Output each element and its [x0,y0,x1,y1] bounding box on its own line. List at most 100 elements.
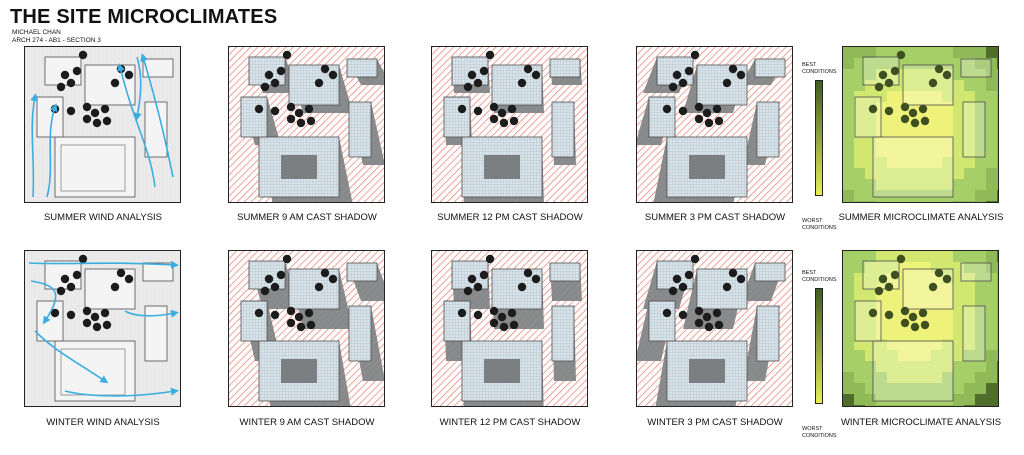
microclimate-cell [898,168,909,179]
microclimate-cell [997,69,998,80]
tree-mark [499,322,509,332]
microclimate-cell [975,295,986,306]
microclimate-cell [887,361,898,372]
tree-mark [920,116,930,126]
tree-mark [463,82,473,92]
tree-mark [507,104,517,114]
microclimate-cell [964,80,975,91]
microclimate-cell [865,47,876,58]
tree-mark [296,118,306,128]
microclimate-cell [865,372,876,383]
microclimate-cell [876,113,887,124]
microclimate-cell [964,179,975,190]
tree-mark [668,286,678,296]
microclimate-cell [865,113,876,124]
microclimate-cell [887,135,898,146]
microclimate-cell [909,135,920,146]
microclimate-cell [931,201,942,202]
microclimate-cell [975,47,986,58]
tree-mark [896,254,906,264]
microclimate-cell [942,102,953,113]
microclimate-cell [854,102,865,113]
building-footprint [240,96,268,138]
microclimate-cell [953,135,964,146]
wind-arrow [124,309,179,318]
tree-mark [908,312,918,322]
microclimate-cell [964,157,975,168]
microclimate-cell [887,179,898,190]
microclimate-cell [942,306,953,317]
microclimate-cell [964,361,975,372]
course-info: ARCH 274 - AB1 - SECTION 3 [12,37,101,44]
microclimate-cell [876,190,887,201]
tree-mark [884,78,894,88]
microclimate-cell [997,273,998,284]
microclimate-cell [931,394,942,405]
tree-mark [60,70,70,80]
tree-mark [702,312,712,322]
microclimate-cell [854,306,865,317]
microclimate-cell [920,69,931,80]
microclimate-cell [843,190,854,201]
microclimate-cell [920,190,931,201]
legend-gradient-bar [815,80,823,196]
wind-arrow [117,63,156,188]
building-footprint [754,58,786,78]
tree-mark [517,78,527,88]
microclimate-cell [975,394,986,405]
winter-3pm-shadow-caption: WINTER 3 PM CAST SHADOW [647,417,783,428]
microclimate-cell [953,102,964,113]
tree-mark [678,78,688,88]
wind-arrow [133,56,142,121]
summer-3pm-shadow-diagram [636,46,793,203]
legend-best-label: BEST CONDITIONS [802,62,837,75]
tree-mark [457,104,467,114]
microclimate-cell [986,124,997,135]
microclimate-cell [876,146,887,157]
microclimate-cell [953,179,964,190]
microclimate-cell [964,91,975,102]
microclimate-cell [909,102,920,113]
microclimate-cell [920,91,931,102]
microclimate-cell [964,328,975,339]
microclimate-cell [898,273,909,284]
microclimate-cell [865,273,876,284]
wind-arrow [34,330,109,384]
microclimate-cell [953,328,964,339]
tree-mark [82,102,92,112]
microclimate-cell [953,91,964,102]
tree-mark [124,70,134,80]
microclimate-cell [920,168,931,179]
microclimate-cell [997,124,998,135]
microclimate-cell [986,339,997,350]
microclimate-cell [975,306,986,317]
microclimate-cell [975,372,986,383]
microclimate-cell [920,157,931,168]
microclimate-cell [854,201,865,202]
microclimate-cell [920,262,931,273]
tree-mark [694,114,704,124]
tree-mark [672,70,682,80]
microclimate-cell [986,284,997,295]
tree-mark [328,274,338,284]
microclimate-cell [865,168,876,179]
microclimate-cell [843,91,854,102]
microclimate-cell [975,69,986,80]
microclimate-cell [843,317,854,328]
microclimate-cell [997,190,998,201]
microclimate-cell [953,146,964,157]
stadium-outline [60,144,126,192]
tree-mark [110,78,120,88]
courtyard [484,359,520,383]
tree-mark [704,118,714,128]
microclimate-cell [931,80,942,91]
microclimate-cell [854,58,865,69]
tree-mark [942,70,952,80]
microclimate-cell [975,190,986,201]
microclimate-cell [854,405,865,406]
microclimate-cell [876,328,887,339]
microclimate-cell [865,91,876,102]
microclimate-cell [975,146,986,157]
tree-mark [497,108,507,118]
microclimate-cell [865,135,876,146]
